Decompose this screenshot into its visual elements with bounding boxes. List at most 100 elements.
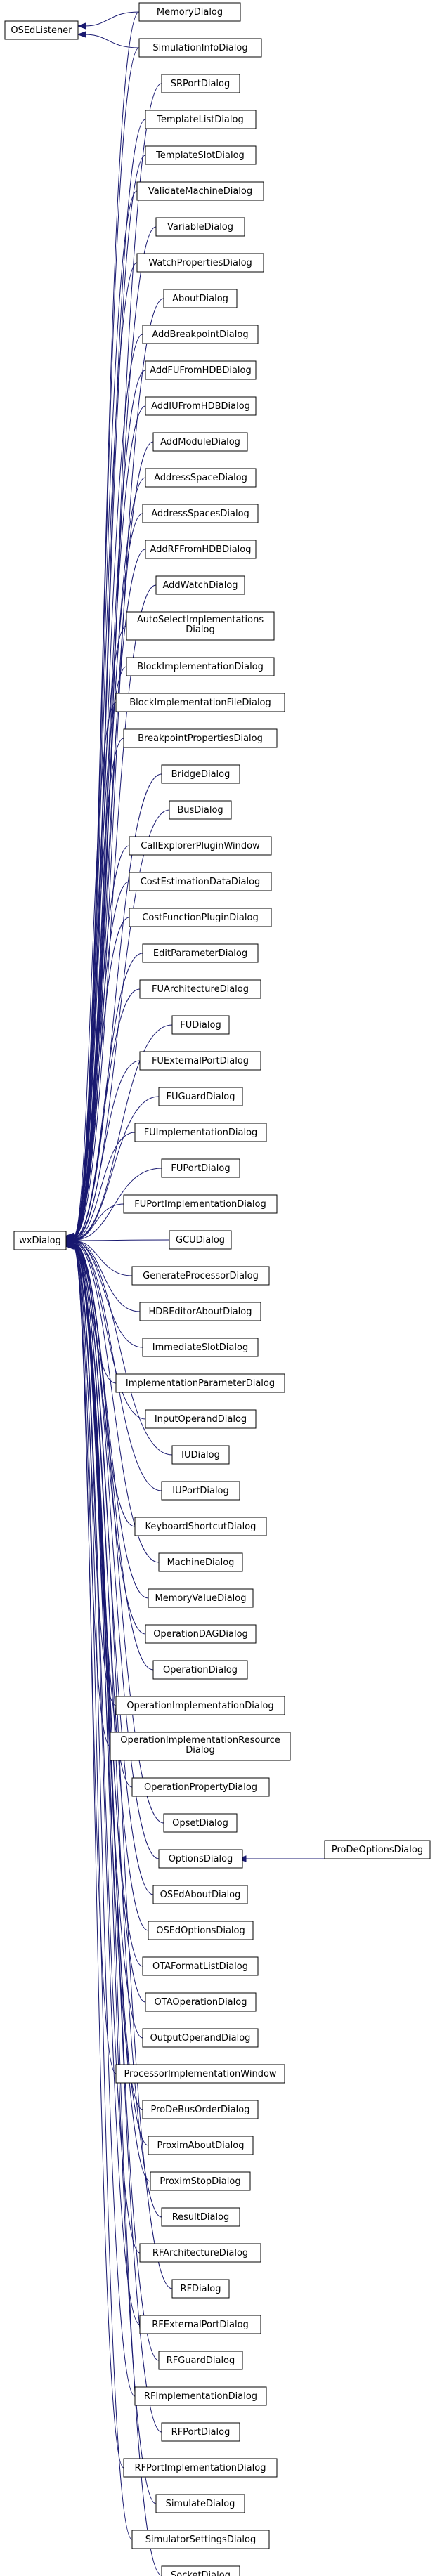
node-simulator-settings-dialog[interactable]: SimulatorSettingsDialog xyxy=(131,2530,270,2549)
node-label: TemplateSlotDialog xyxy=(155,150,245,161)
node-watch-properties-dialog[interactable]: WatchPropertiesDialog xyxy=(136,253,264,273)
node-operation-property-dialog[interactable]: OperationPropertyDialog xyxy=(131,1777,270,1797)
node-hdbeditor-about-dialog[interactable]: HDBEditorAboutDialog xyxy=(139,1302,261,1321)
node-options-dialog[interactable]: OptionsDialog xyxy=(158,1849,243,1869)
node-label: AddBreakpointDialog xyxy=(152,329,248,340)
edge-about-dialog-wxdialog xyxy=(72,298,164,1236)
node-memorydialog[interactable]: MemoryDialog xyxy=(138,2,241,22)
edge-simulationinfodialog-osedlistener xyxy=(84,34,140,48)
node-osed-about-dialog[interactable]: OSEdAboutDialog xyxy=(152,1885,248,1904)
node-validate-machine-dialog[interactable]: ValidateMachineDialog xyxy=(136,181,264,201)
node-add-fufrom-hdbdialog[interactable]: AddFUFromHDBDialog xyxy=(145,360,257,380)
node-template-slot-dialog[interactable]: TemplateSlotDialog xyxy=(145,145,257,165)
node-add-module-dialog[interactable]: AddModuleDialog xyxy=(152,432,248,452)
node-machine-dialog[interactable]: MachineDialog xyxy=(158,1552,243,1572)
node-wxdialog[interactable]: wxDialog xyxy=(13,1231,67,1250)
node-label: Dialog xyxy=(186,1745,214,1756)
node-generate-processor-dialog[interactable]: GenerateProcessorDialog xyxy=(131,1266,270,1286)
node-fuport-dialog[interactable]: FUPortDialog xyxy=(161,1158,240,1178)
node-processor-implementation-window[interactable]: ProcessorImplementationWindow xyxy=(115,2064,285,2084)
node-call-explorer-plugin-window[interactable]: CallExplorerPluginWindow xyxy=(129,836,272,856)
node-bridge-dialog[interactable]: BridgeDialog xyxy=(161,764,240,784)
node-rfarchitecture-dialog[interactable]: RFArchitectureDialog xyxy=(139,2243,261,2263)
node-operation-dagdialog[interactable]: OperationDAGDialog xyxy=(145,1624,257,1644)
node-fuarchitecture-dialog[interactable]: FUArchitectureDialog xyxy=(139,979,261,999)
node-rfguard-dialog[interactable]: RFGuardDialog xyxy=(158,2351,243,2370)
node-fuguard-dialog[interactable]: FUGuardDialog xyxy=(158,1087,243,1106)
node-rfimplementation-dialog[interactable]: RFImplementationDialog xyxy=(134,2386,267,2406)
node-otaoperation-dialog[interactable]: OTAOperationDialog xyxy=(145,1992,257,2012)
edge-fuport-dialog-wxdialog xyxy=(72,1168,162,1241)
node-label: AutoSelectImplementations xyxy=(137,615,264,625)
node-label: OSEdOptionsDialog xyxy=(156,1926,245,1936)
node-output-operand-dialog[interactable]: OutputOperandDialog xyxy=(142,2028,259,2048)
node-fuexternal-port-dialog[interactable]: FUExternalPortDialog xyxy=(139,1051,261,1071)
node-label: OptionsDialog xyxy=(169,1854,233,1864)
node-immediate-slot-dialog[interactable]: ImmediateSlotDialog xyxy=(142,1338,259,1357)
node-gcudialog[interactable]: GCUDialog xyxy=(169,1230,232,1250)
node-iudialog[interactable]: IUDialog xyxy=(171,1445,230,1465)
node-result-dialog[interactable]: ResultDialog xyxy=(161,2207,240,2227)
node-add-rffrom-hdbdialog[interactable]: AddRFFromHDBDialog xyxy=(145,540,257,559)
node-variable-dialog[interactable]: VariableDialog xyxy=(155,217,245,237)
edge-block-implementation-file-dialog-wxdialog xyxy=(72,702,117,1238)
node-prodeoptionsdialog[interactable]: ProDeOptionsDialog xyxy=(324,1840,431,1859)
node-label: GCUDialog xyxy=(176,1235,225,1245)
node-add-breakpoint-dialog[interactable]: AddBreakpointDialog xyxy=(142,325,259,344)
node-label: IUPortDialog xyxy=(172,1486,229,1496)
node-label: RFArchitectureDialog xyxy=(152,2248,248,2258)
node-fuport-implementation-dialog[interactable]: FUPortImplementationDialog xyxy=(123,1194,278,1214)
node-keyboard-shortcut-dialog[interactable]: KeyboardShortcutDialog xyxy=(134,1517,267,1536)
node-implementation-parameter-dialog[interactable]: ImplementationParameterDialog xyxy=(115,1373,285,1393)
node-socket-dialog[interactable]: SocketDialog xyxy=(161,2565,240,2576)
node-label: AddModuleDialog xyxy=(160,437,240,447)
node-cost-function-plugin-dialog[interactable]: CostFunctionPluginDialog xyxy=(129,908,272,927)
node-block-implementation-file-dialog[interactable]: BlockImplementationFileDialog xyxy=(115,693,285,712)
edge-simulate-dialog-wxdialog xyxy=(72,1245,157,2504)
node-osedlistener[interactable]: OSEdListener xyxy=(4,20,79,40)
node-template-list-dialog[interactable]: TemplateListDialog xyxy=(145,110,257,129)
node-rfport-implementation-dialog[interactable]: RFPortImplementationDialog xyxy=(123,2458,278,2478)
node-address-space-dialog[interactable]: AddressSpaceDialog xyxy=(145,468,257,488)
node-otaformat-list-dialog[interactable]: OTAFormatListDialog xyxy=(142,1956,259,1976)
node-rfport-dialog[interactable]: RFPortDialog xyxy=(161,2422,240,2442)
node-fudialog[interactable]: FUDialog xyxy=(171,1015,230,1035)
node-cost-estimation-data-dialog[interactable]: CostEstimationDataDialog xyxy=(129,872,272,891)
edge-memory-value-dialog-wxdialog xyxy=(72,1242,149,1599)
node-input-operand-dialog[interactable]: InputOperandDialog xyxy=(145,1409,257,1429)
node-edit-parameter-dialog[interactable]: EditParameterDialog xyxy=(142,943,259,963)
node-osed-options-dialog[interactable]: OSEdOptionsDialog xyxy=(148,1921,254,1940)
node-add-watch-dialog[interactable]: AddWatchDialog xyxy=(155,575,245,595)
node-fuimplementation-dialog[interactable]: FUImplementationDialog xyxy=(134,1123,267,1142)
node-breakpoint-properties-dialog[interactable]: BreakpointPropertiesDialog xyxy=(123,728,278,748)
node-bus-dialog[interactable]: BusDialog xyxy=(169,800,232,820)
node-operation-dialog[interactable]: OperationDialog xyxy=(152,1660,248,1680)
node-simulationinfodialog[interactable]: SimulationInfoDialog xyxy=(138,38,262,58)
node-srport-dialog[interactable]: SRPortDialog xyxy=(161,74,240,93)
node-proxim-stop-dialog[interactable]: ProximStopDialog xyxy=(150,2171,251,2191)
node-iuport-dialog[interactable]: IUPortDialog xyxy=(161,1481,240,1501)
node-label: RFPortDialog xyxy=(171,2427,231,2438)
node-add-iufrom-hdbdialog[interactable]: AddIUFromHDBDialog xyxy=(145,396,257,416)
node-operation-implementation-dialog[interactable]: OperationImplementationDialog xyxy=(115,1696,285,1715)
edge-fuarchitecture-dialog-wxdialog xyxy=(72,988,141,1240)
edge-rfexternal-port-dialog-wxdialog xyxy=(72,1245,141,2325)
node-rfdialog[interactable]: RFDialog xyxy=(171,2279,230,2299)
node-block-implementation-dialog[interactable]: BlockImplementationDialog xyxy=(126,657,275,676)
node-label: AddIUFromHDBDialog xyxy=(151,401,250,412)
node-label: BridgeDialog xyxy=(171,769,231,780)
node-opset-dialog[interactable]: OpsetDialog xyxy=(163,1813,238,1833)
edge-rfport-implementation-dialog-wxdialog xyxy=(72,1245,124,2469)
node-pro-de-bus-order-dialog[interactable]: ProDeBusOrderDialog xyxy=(142,2100,259,2119)
node-simulate-dialog[interactable]: SimulateDialog xyxy=(155,2494,245,2513)
derived-dialog-nodes: SRPortDialogTemplateListDialogTemplateSl… xyxy=(110,74,291,2576)
node-rfexternal-port-dialog[interactable]: RFExternalPortDialog xyxy=(139,2315,261,2334)
edge-hdbeditor-about-dialog-wxdialog xyxy=(72,1241,141,1312)
node-memory-value-dialog[interactable]: MemoryValueDialog xyxy=(148,1588,254,1608)
node-label: EditParameterDialog xyxy=(153,948,247,959)
node-address-spaces-dialog[interactable]: AddressSpacesDialog xyxy=(142,504,259,523)
node-about-dialog[interactable]: AboutDialog xyxy=(163,289,238,308)
node-proxim-about-dialog[interactable]: ProximAboutDialog xyxy=(148,2136,254,2155)
